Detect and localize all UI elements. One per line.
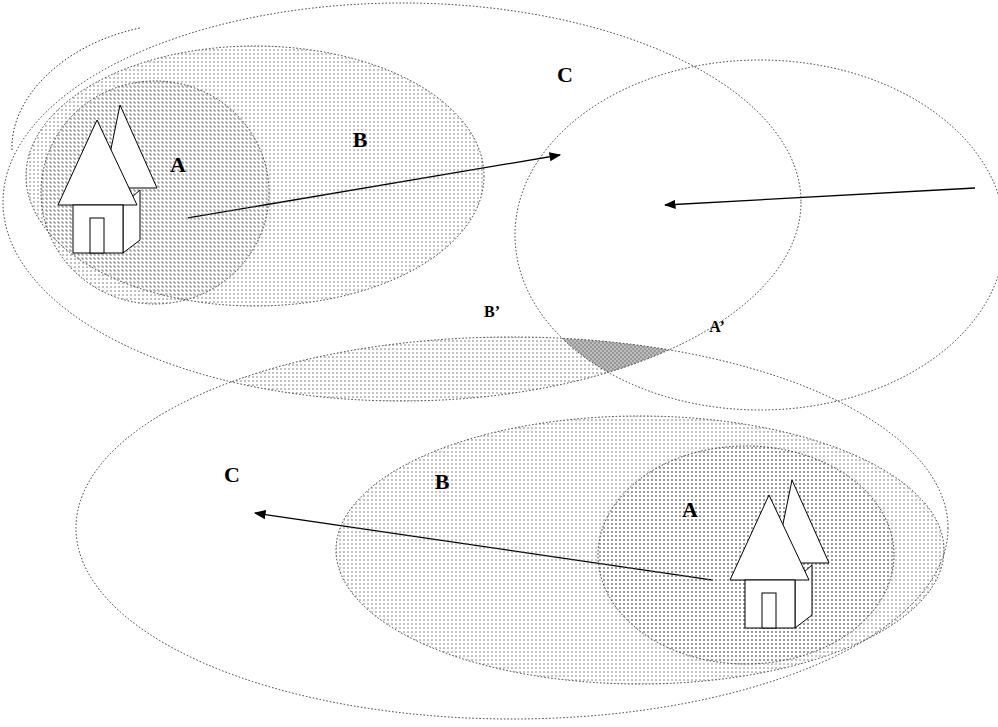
zone-letter: B <box>353 128 368 152</box>
incoming-arrow <box>665 188 975 205</box>
zone-boundary <box>41 81 269 304</box>
zone-boundary <box>598 446 894 664</box>
zone-letter: A <box>682 498 698 522</box>
zone-outline <box>40 80 270 305</box>
overlap-label: B’ <box>484 303 500 321</box>
zone-outline <box>597 445 895 665</box>
house-icon <box>730 480 829 628</box>
zone-letter: B <box>435 470 450 494</box>
zone-boundary <box>26 46 484 306</box>
house-icon <box>58 105 157 253</box>
neighbour-zone <box>515 60 998 410</box>
overlap-label: A’ <box>709 318 725 336</box>
overlap-label-holder: A’ <box>709 318 725 336</box>
zone-letter: A <box>170 153 186 177</box>
zone-ellipse: BA <box>25 45 485 307</box>
zone-ellipse: CBA <box>2 2 802 402</box>
overlap-region <box>76 337 948 719</box>
zone-ellipse: BA <box>335 415 945 685</box>
zone-boundary <box>336 416 944 684</box>
zone-letter: C <box>224 463 240 487</box>
overlap-core <box>515 60 998 410</box>
zone-boundary <box>76 337 948 719</box>
zone-ellipse: A <box>40 80 270 305</box>
zone-ellipse: A <box>597 445 895 665</box>
zone-boundary <box>3 3 801 401</box>
zone-letter: C <box>557 63 573 87</box>
zone-ellipse: CBA <box>75 336 949 720</box>
overlap-label-holder: B’ <box>484 303 500 321</box>
